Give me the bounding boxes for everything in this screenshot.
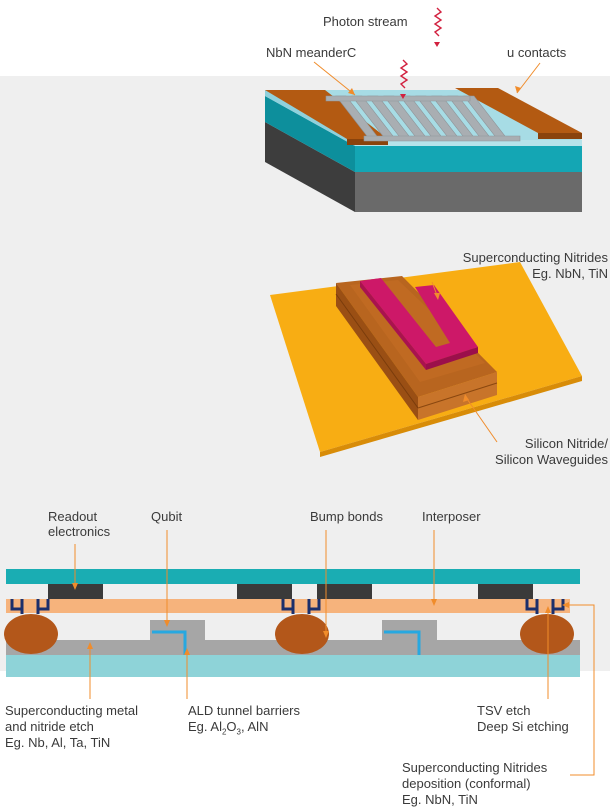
deposition-label-3: Eg. NbN, TiN bbox=[402, 792, 478, 807]
nitride-trace bbox=[360, 278, 478, 364]
ald-label-2: Eg. Al2O3, AlN bbox=[188, 719, 269, 737]
qubit-left bbox=[150, 620, 205, 640]
sc-metal-label-2: and nitride etch bbox=[5, 719, 94, 734]
glass-front bbox=[265, 90, 355, 146]
readout-chip bbox=[6, 569, 580, 584]
interposer-label: Interposer bbox=[422, 509, 481, 524]
sc-metal-label-3: Eg. Nb, Al, Ta, TiN bbox=[5, 735, 111, 750]
bump-bond-1 bbox=[4, 614, 58, 654]
interposer bbox=[6, 599, 570, 613]
tunnel-barrier-right bbox=[384, 630, 421, 655]
photon-squiggle-device bbox=[399, 59, 409, 89]
right-contact-edge bbox=[538, 133, 582, 139]
substrate-right bbox=[355, 172, 582, 212]
sc-metal-label-1: Superconducting metal bbox=[5, 703, 138, 718]
readout-label-2: electronics bbox=[48, 524, 111, 539]
bump-bond-2 bbox=[275, 614, 329, 654]
photon-squiggle-top bbox=[433, 7, 443, 37]
deposition-leader bbox=[564, 604, 595, 776]
nitride-trace-side bbox=[426, 347, 478, 370]
glass-right bbox=[355, 140, 582, 146]
sin-leader bbox=[464, 395, 498, 443]
nitrides-label-1: Superconducting Nitrides bbox=[462, 250, 608, 265]
sin-label-2: Silicon Waveguides bbox=[495, 452, 608, 467]
qubit-label: Qubit bbox=[151, 509, 183, 524]
deposition-label-1: Superconducting Nitrides bbox=[402, 760, 548, 775]
teal-layer-front bbox=[265, 96, 355, 172]
tsv-2 bbox=[281, 599, 321, 614]
ald-label-1: ALD tunnel barriers bbox=[188, 703, 300, 718]
nbn-meander-fingers bbox=[325, 95, 521, 142]
snspd-device bbox=[265, 7, 582, 212]
nitrides-label-2: Eg. NbN, TiN bbox=[532, 266, 608, 281]
readout-label-1: Readout bbox=[48, 509, 98, 524]
waveguide-device bbox=[270, 262, 582, 457]
deposition-label-2: deposition (conformal) bbox=[402, 776, 531, 791]
tsv-label-1: TSV etch bbox=[477, 703, 531, 718]
tunnel-barrier-left bbox=[152, 630, 187, 655]
substrate-front bbox=[265, 122, 355, 212]
nbn-meander-label: NbN meanderC bbox=[266, 45, 357, 60]
bump-bond-3 bbox=[520, 614, 574, 654]
sin-label-1: Silicon Nitride/ bbox=[524, 436, 608, 451]
qubit-right bbox=[382, 620, 437, 640]
tsv-1 bbox=[10, 599, 50, 614]
photon-stream-label: Photon stream bbox=[323, 14, 408, 29]
left-contact bbox=[265, 90, 388, 139]
sin-slab-edge bbox=[320, 376, 582, 457]
bottom-chip bbox=[6, 655, 580, 677]
right-contact bbox=[455, 88, 582, 133]
meander-leader bbox=[313, 61, 356, 96]
tsv-label-2: Deep Si etching bbox=[477, 719, 569, 734]
bump-bonds-label: Bump bonds bbox=[310, 509, 383, 524]
contacts-label: u contacts bbox=[507, 45, 567, 60]
teal-layer-right bbox=[355, 146, 582, 172]
tsv-3 bbox=[525, 599, 565, 614]
quantum-stack bbox=[4, 530, 595, 776]
